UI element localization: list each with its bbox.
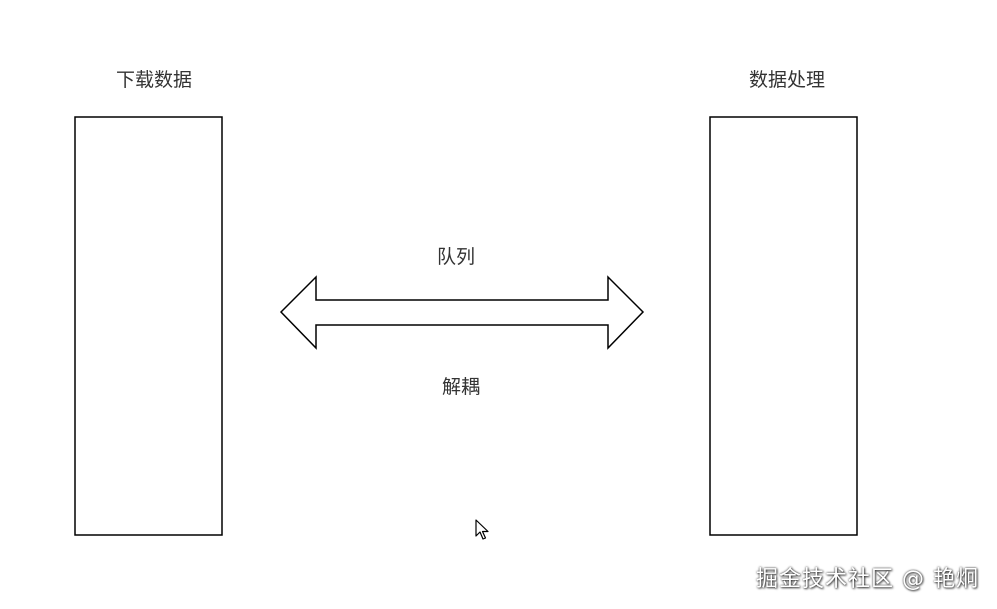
arrow-top-label: 队列 <box>437 246 475 268</box>
left-box-label: 下载数据 <box>116 69 192 91</box>
watermark-text: 掘金技术社区 @ 艳炯 <box>756 567 979 592</box>
right-box-label: 数据处理 <box>749 69 825 91</box>
double-arrow-queue <box>279 275 645 350</box>
right-box-data-processing <box>709 116 858 536</box>
left-box-download-data <box>74 116 223 536</box>
arrow-bottom-label: 解耦 <box>442 376 480 398</box>
mouse-cursor-icon <box>475 519 489 540</box>
